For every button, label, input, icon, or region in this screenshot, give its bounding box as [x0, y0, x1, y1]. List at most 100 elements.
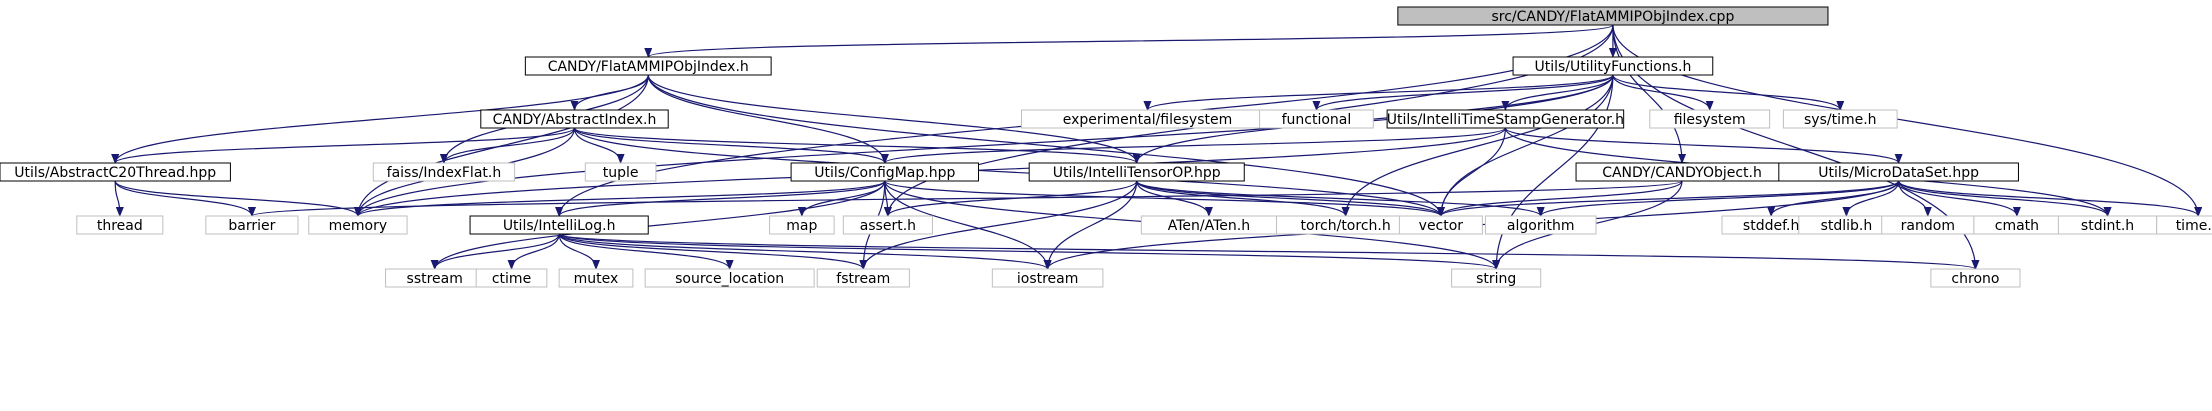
edge-configmap-to-memory	[354, 180, 886, 217]
node-box	[2156, 215, 2212, 235]
node-abstract[interactable]: CANDY/AbstractIndex.h	[480, 109, 669, 129]
node-box	[1397, 6, 1829, 26]
node-label: sys/time.h	[1804, 112, 1877, 128]
node-label: vector	[1419, 218, 1464, 234]
edge-flat_h-to-vector	[647, 74, 1445, 217]
edge-configmap-to-vector	[884, 180, 1445, 217]
node-root[interactable]: src/CANDY/FlatAMMIPObjIndex.cpp	[1397, 6, 1829, 26]
node-box	[469, 215, 649, 235]
node-timeh: time.h	[2156, 215, 2212, 235]
node-microdata[interactable]: Utils/MicroDataSet.hpp	[1778, 162, 2019, 182]
node-label: torch/torch.h	[1301, 218, 1391, 234]
edge	[1612, 24, 1687, 164]
edge-timestamp-to-configmap	[881, 127, 1506, 164]
edge	[1436, 180, 1683, 217]
edge	[1501, 74, 1614, 111]
node-label: source_location	[675, 271, 784, 287]
edge	[430, 233, 560, 270]
node-configmap[interactable]: Utils/ConfigMap.hpp	[790, 162, 980, 182]
node-c20thread[interactable]: Utils/AbstractC20Thread.hpp	[0, 162, 231, 182]
edge-microdata-to-stddef	[1767, 180, 1900, 217]
node-label: Utils/IntelliTensorOP.hpp	[1053, 165, 1221, 181]
edge	[114, 180, 256, 217]
edge-flat_h-to-memory	[353, 74, 649, 217]
edge-abstract-to-configmap	[573, 127, 889, 164]
node-asserth: assert.h	[842, 215, 933, 235]
node-intellilog[interactable]: Utils/IntelliLog.h	[469, 215, 649, 235]
node-label: filesystem	[1674, 112, 1746, 128]
node-functional: functional	[1259, 109, 1374, 129]
node-label: CANDY/AbstractIndex.h	[493, 112, 657, 128]
edge-intellilog-to-ctime	[507, 233, 560, 270]
edge	[248, 180, 1683, 217]
edge	[1504, 127, 1903, 164]
node-vector: vector	[1398, 215, 1483, 235]
node-label: CANDY/FlatAMMIPObjIndex.h	[548, 59, 749, 75]
edge	[570, 74, 649, 111]
edge	[1898, 180, 1932, 217]
node-label: assert.h	[860, 218, 916, 234]
edge	[558, 233, 734, 270]
node-box	[372, 162, 516, 182]
node-label: Utils/UtilityFunctions.h	[1534, 59, 1691, 75]
edge	[114, 180, 362, 217]
edge-c20thread-to-thread	[114, 180, 124, 217]
edge-c20thread-to-barrier	[114, 180, 256, 217]
edge-intellilog-to-string	[558, 233, 1500, 270]
node-stddef: stddef.h	[1721, 215, 1821, 235]
edge	[1492, 74, 1614, 270]
edge	[1136, 180, 1213, 217]
node-tuple: tuple	[584, 162, 657, 182]
node-candyobj[interactable]: CANDY/CANDYObject.h	[1575, 162, 1789, 182]
edge	[1136, 180, 1545, 217]
edge	[647, 74, 1141, 164]
edge-utility-to-systime	[1612, 74, 1845, 111]
node-box	[644, 268, 815, 288]
edge	[647, 74, 889, 164]
node-stdlib: stdlib.h	[1798, 215, 1895, 235]
node-algorithm: algorithm	[1484, 215, 1597, 235]
edge	[558, 233, 868, 270]
node-string: string	[1451, 268, 1542, 288]
edge-utility-to-timestamp	[1501, 74, 1614, 111]
node-label: chrono	[1951, 271, 1999, 287]
edge	[1898, 180, 2203, 217]
node-utility[interactable]: Utils/UtilityFunctions.h	[1512, 56, 1714, 76]
edge-flat_h-to-tensorop	[647, 74, 1141, 164]
edge-microdata-to-random	[1898, 180, 1932, 217]
node-timestamp[interactable]: Utils/IntelliTimeStampGenerator.h	[1386, 109, 1625, 129]
node-label: stdlib.h	[1821, 218, 1873, 234]
node-label: thread	[97, 218, 143, 234]
node-label: cmath	[1995, 218, 2039, 234]
edge-timestamp-to-microdata	[1504, 127, 1903, 164]
node-label: fstream	[836, 271, 890, 287]
node-label: functional	[1282, 112, 1352, 128]
edge	[354, 180, 886, 217]
node-barrier: barrier	[205, 215, 299, 235]
node-stdint: stdint.h	[2057, 215, 2158, 235]
node-box	[1930, 268, 2021, 288]
edge	[1612, 74, 1714, 111]
edge-microdata-to-stdint	[1898, 180, 2112, 217]
node-sstream: sstream	[385, 268, 485, 288]
edge-tensorop-to-iostream	[1043, 180, 1138, 270]
node-box	[1259, 109, 1374, 129]
node-faiss: faiss/IndexFlat.h	[372, 162, 516, 182]
node-label: random	[1901, 218, 1955, 234]
node-label: algorithm	[1507, 218, 1575, 234]
node-label: time.h	[2176, 218, 2212, 234]
node-tensorop[interactable]: Utils/IntelliTensorOP.hpp	[1028, 162, 1245, 182]
edge-configmap-to-iostream	[884, 180, 1052, 270]
edge-abstract-to-c20thread	[111, 127, 576, 164]
node-exp_fs: experimental/filesystem	[1021, 109, 1274, 129]
node-box	[991, 268, 1104, 288]
node-box	[308, 215, 408, 235]
node-box	[480, 109, 669, 129]
node-label: stddef.h	[1743, 218, 1799, 234]
node-memory: memory	[308, 215, 408, 235]
node-srcloc: source_location	[644, 268, 815, 288]
node-flat_h[interactable]: CANDY/FlatAMMIPObjIndex.h	[524, 56, 772, 76]
node-label: ATen/ATen.h	[1168, 218, 1250, 234]
edge-microdata-to-timeh	[1898, 180, 2203, 217]
edge	[555, 180, 886, 217]
